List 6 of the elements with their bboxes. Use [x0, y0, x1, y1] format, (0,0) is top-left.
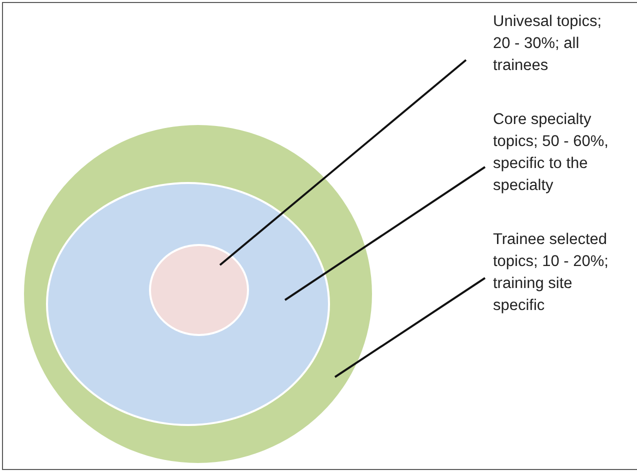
callout-text: Core specialty topics; 50 - 60%, specific to the specialty: [493, 109, 623, 197]
leader-line: [334, 277, 486, 378]
leader-line: [219, 59, 467, 266]
callout-text: Trainee selected topics; 10 - 20%; training site specific: [493, 229, 623, 317]
callout-text: Univesal topics; 20 - 30%; all trainees: [493, 11, 623, 77]
leader-line: [284, 166, 486, 301]
